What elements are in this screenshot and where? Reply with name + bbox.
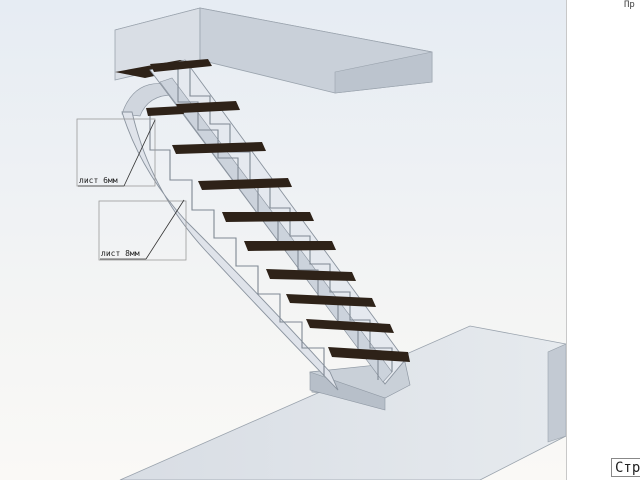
callout-label-6mm: лист 6мм	[79, 176, 118, 185]
3d-viewport[interactable]: лист 6мм лист 8мм	[0, 0, 566, 480]
side-panel: Пр Стро	[566, 0, 640, 480]
staircase-render: лист 6мм лист 8мм	[0, 0, 566, 480]
side-stringer	[121, 111, 339, 391]
callout-6mm: лист 6мм	[76, 118, 156, 187]
callout-label-8mm: лист 8мм	[101, 249, 140, 258]
corner-label: Пр	[624, 0, 635, 10]
status-field[interactable]: Стро	[611, 458, 640, 477]
treads	[146, 59, 410, 362]
callout-8mm: лист 8мм	[98, 199, 187, 261]
